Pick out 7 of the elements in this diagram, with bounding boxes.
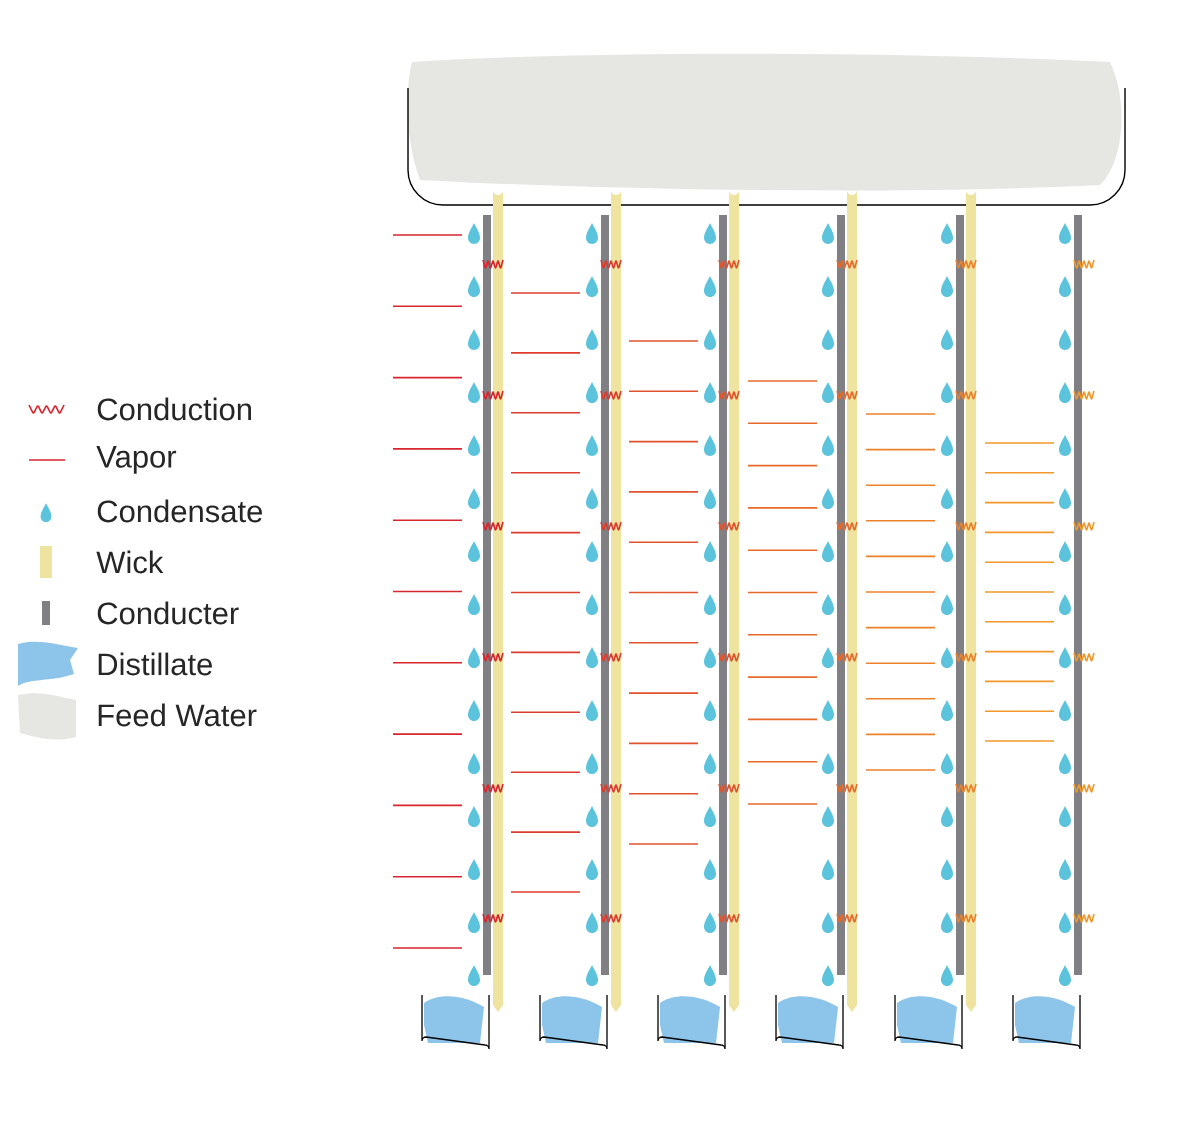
legend-label: Vapor: [96, 446, 177, 474]
legend-label: Condensate: [97, 499, 262, 523]
legend-label: Conducter: [97, 601, 239, 625]
legend-label: Distillate: [98, 652, 212, 676]
legend-label: Conduction: [97, 397, 251, 421]
legend-label: Feed Water: [98, 703, 257, 727]
legend-label: Wick: [96, 550, 164, 574]
